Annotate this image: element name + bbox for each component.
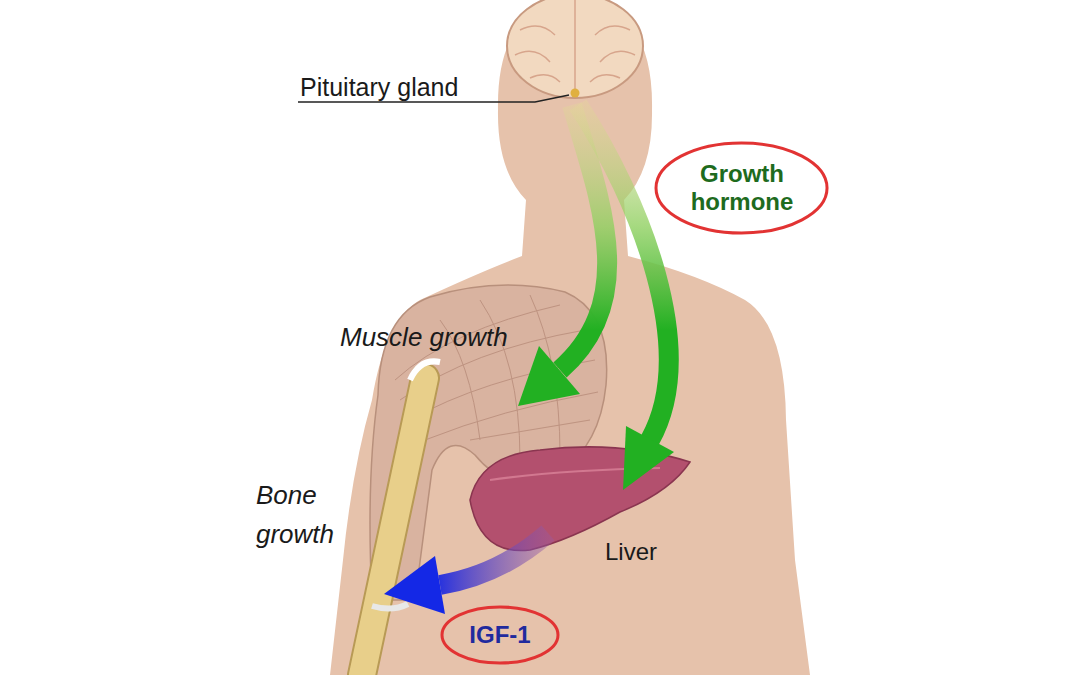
hormone-name: IGF-1 — [469, 621, 530, 649]
brain-gyri — [515, 0, 635, 92]
hormone-arrowhead-liver — [623, 426, 674, 490]
shoulder-joint — [410, 361, 440, 380]
elbow-joint — [372, 604, 408, 609]
arm-bone-outline — [362, 378, 425, 675]
part-label: Bone growth — [256, 476, 368, 554]
part-label: Pituitary gland — [300, 72, 458, 102]
part-label: Muscle growth — [340, 322, 508, 353]
highlight-ellipse: IGF-1 — [440, 605, 560, 665]
arm-bone — [362, 378, 425, 675]
part-label: Liver — [605, 538, 657, 567]
igf-arrow — [440, 533, 548, 585]
hormone-name: Growth hormone — [686, 160, 798, 215]
brain — [507, 0, 643, 98]
igf-arrowhead — [384, 556, 445, 614]
hormone-arrowhead-muscle — [518, 346, 580, 406]
hormone-arrow-liver — [578, 105, 669, 440]
highlight-ellipse: Growth hormone — [654, 141, 829, 235]
pituitary-gland — [571, 89, 580, 98]
